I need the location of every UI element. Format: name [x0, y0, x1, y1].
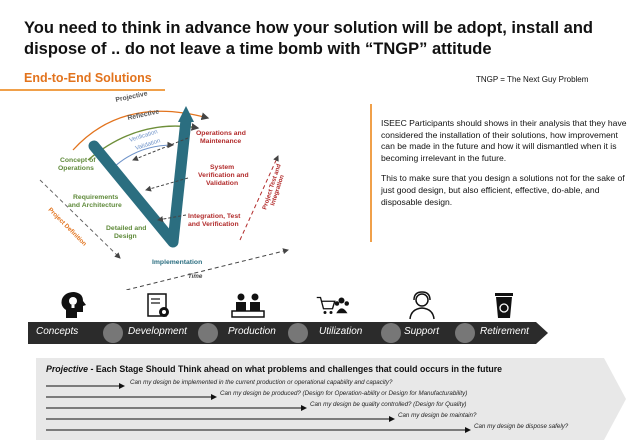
- label-system-2: Verification and: [198, 172, 249, 179]
- label-ops-2: Maintenance: [200, 138, 241, 145]
- label-implementation: Implementation: [152, 259, 202, 266]
- stage-retirement: Retirement: [480, 326, 529, 337]
- time-axis: [124, 248, 289, 290]
- callout-paragraph-1: ISEEC Participants should shows in their…: [381, 118, 627, 163]
- label-system-3: Validation: [206, 180, 238, 187]
- stage-development: Development: [128, 326, 187, 337]
- blueprint-gear-icon: [147, 293, 169, 317]
- projective-heading: Projective - Each Stage Should Think ahe…: [46, 364, 502, 374]
- v-apex-arrowhead: [178, 106, 194, 122]
- question-4: Can my design be maintain?: [398, 412, 477, 419]
- project-test-axis: [239, 155, 279, 241]
- stage-support: Support: [404, 326, 440, 337]
- label-detailed-2: Design: [114, 233, 137, 240]
- label-detailed-1: Detailed and: [106, 225, 146, 232]
- question-5: Can my design be dispose safely?: [474, 423, 569, 430]
- stage-utilization: Utilization: [319, 326, 363, 337]
- lifecycle-stages-bar: [28, 322, 548, 344]
- callout-paragraph-2: This to make sure that you design a solu…: [381, 173, 625, 207]
- question-2: Can my design be produced? (Design for O…: [220, 390, 468, 397]
- factory-workers-icon: [231, 293, 265, 318]
- label-requirements-1: Requirements: [73, 194, 119, 201]
- question-3: Can my design be quality controlled? (De…: [310, 401, 467, 408]
- projective-panel-arrow: [596, 358, 626, 440]
- label-integration-2: and Verification: [188, 221, 239, 228]
- label-project-definition: Project Definition: [47, 206, 88, 247]
- stage-concepts: Concepts: [36, 326, 79, 337]
- label-concept-2: Operations: [58, 165, 94, 172]
- v-right-leg: [167, 119, 192, 243]
- label-reflective: Reflective: [127, 108, 160, 122]
- label-integration-1: Integration, Test: [188, 213, 241, 220]
- recycle-bin-icon: [495, 293, 513, 318]
- label-time: Time: [188, 273, 203, 280]
- project-definition-axis: [39, 179, 121, 259]
- callout-box: ISEEC Participants should shows in their…: [370, 104, 634, 242]
- label-system-1: System: [210, 164, 234, 171]
- v-model-diagram: Projective Reflective Verification Valid…: [39, 90, 289, 290]
- projective-heading-text: - Each Stage Should Think ahead on what …: [88, 364, 503, 374]
- cart-people-icon: [316, 296, 349, 314]
- label-ops-1: Operations and: [196, 130, 246, 137]
- tngp-note: TNGP = The Next Guy Problem: [476, 75, 589, 84]
- link-system: [145, 177, 189, 192]
- head-idea-icon: [61, 292, 86, 318]
- question-1: Can my design be implemented in the curr…: [130, 379, 393, 386]
- support-agent-icon: [409, 291, 435, 320]
- projective-heading-bold: Projective: [46, 364, 89, 374]
- page-title: You need to think in advance how your so…: [24, 19, 593, 58]
- subtitle-underline: [0, 89, 165, 91]
- stage-production: Production: [228, 326, 276, 337]
- v-left-leg: [88, 140, 179, 248]
- label-requirements-2: and Architecture: [68, 202, 122, 209]
- section-subtitle: End-to-End Solutions: [24, 71, 152, 85]
- label-projective: Projective: [115, 90, 148, 104]
- label-concept-1: Concept of: [60, 157, 96, 164]
- verification-arc: [112, 141, 175, 169]
- projective-panel: [36, 358, 604, 440]
- question-arrows: [46, 383, 471, 433]
